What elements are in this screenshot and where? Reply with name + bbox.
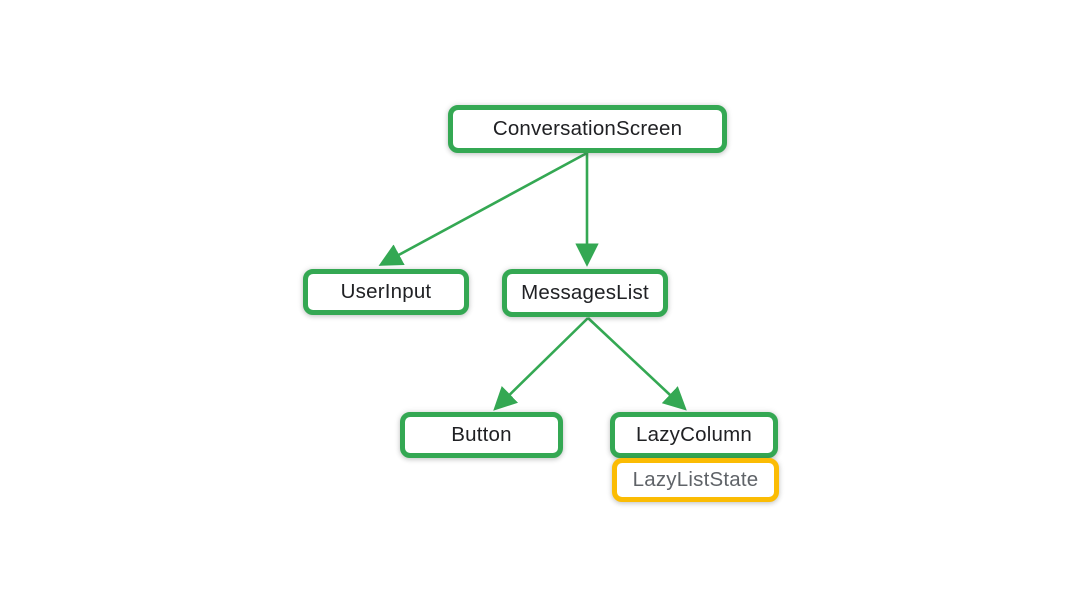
node-messageslist-label: MessagesList [521,281,649,304]
node-conversationscreen-label: ConversationScreen [492,117,683,140]
node-messageslist: MessagesList [502,269,668,317]
node-lazycolumn-label: LazyColumn [636,423,752,446]
node-button-label: Button [451,423,512,446]
node-lazyliststate: LazyListState [612,458,779,502]
node-userinput: UserInput [303,269,469,315]
node-lazyliststate-label: LazyListState [632,468,759,491]
edge-messageslist-to-lazycolumn [587,317,687,411]
node-lazycolumn: LazyColumn [610,412,778,458]
node-button: Button [400,412,563,458]
edge-conversationscreen-to-userinput [378,151,588,266]
edge-messageslist-to-button [493,317,589,411]
node-userinput-label: UserInput [340,280,432,303]
node-conversationscreen: ConversationScreen [448,105,727,153]
